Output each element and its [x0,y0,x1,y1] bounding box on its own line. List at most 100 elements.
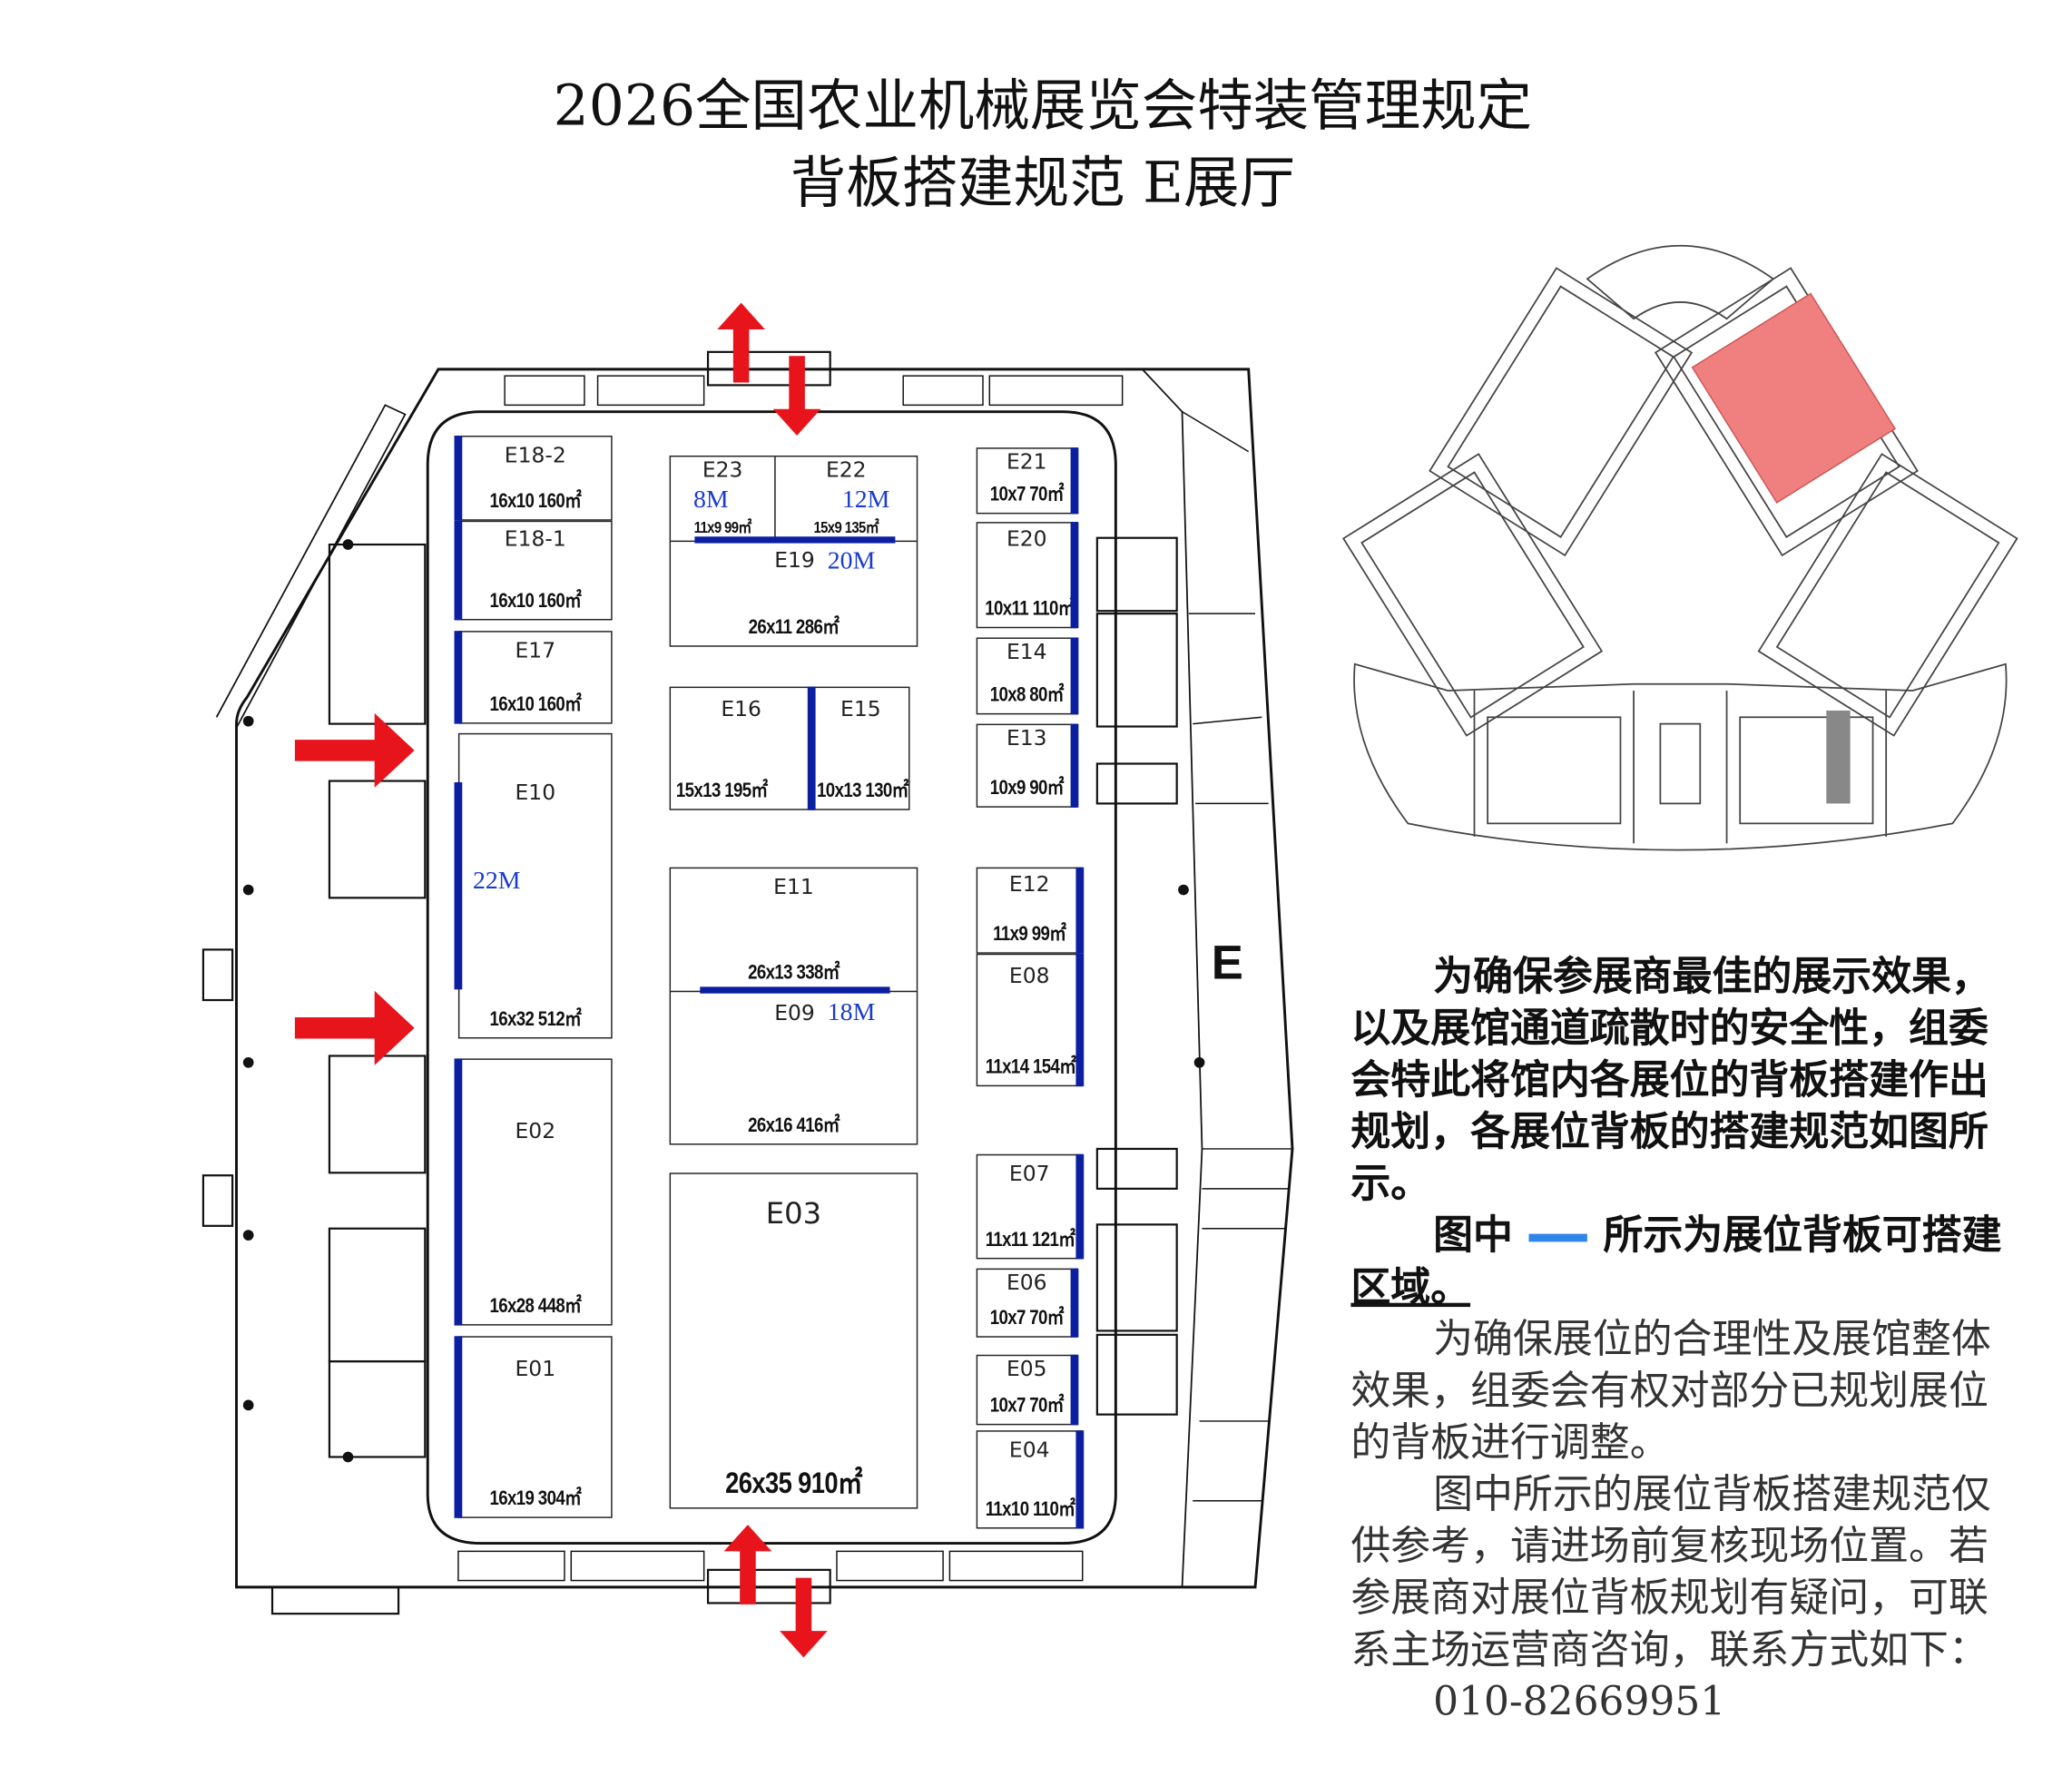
notice-paragraph-2-line: 为确保展位的合理性及展馆整体 [1433,1316,1991,1363]
booth-id: E04 [1008,1437,1050,1463]
booth-e19[interactable]: E19 26x11 286㎡ 20M [669,540,918,647]
booth-size: 16x19 304㎡ [489,1487,582,1510]
minimap-hall-b [1342,453,1604,737]
booth-size: 11x14 154㎡ [985,1055,1076,1079]
booth-size: 16x10 160㎡ [489,692,582,716]
booth-size: 10x8 80㎡ [989,683,1065,707]
backboard-zone [1070,1354,1079,1426]
booth-id: E03 [765,1198,822,1231]
backboard-zone [1075,1430,1085,1529]
booth-id: E23 [702,456,743,483]
booth-e11[interactable]: E11 26x13 338㎡ [669,867,918,993]
notice-paragraph-1-line: 会特此将馆内各展位的背板搭建作出 [1350,1056,1989,1104]
booth-size: 26x35 910㎡ [725,1466,862,1500]
booth-id: E18-2 [504,442,566,468]
booth-size: 26x13 338㎡ [748,961,840,985]
backboard-zone [454,1336,463,1518]
backboard-length-label: 18M [827,998,876,1027]
booth-e14[interactable]: E14 10x8 80㎡ [976,637,1077,715]
backboard-zone [1075,953,1085,1087]
booth-id: E16 [721,695,761,721]
booth-size: 15x9 135㎡ [813,517,879,537]
entrance-arrow-down-icon [772,356,821,437]
backboard-zone [454,520,463,621]
legend-backboard-swatch [1528,1232,1587,1241]
booth-e03[interactable]: E03 26x35 910㎡ [669,1173,918,1509]
backboard-length-label: 8M [692,486,729,515]
entrance-arrow-up-icon [717,302,765,383]
backboard-length-label: 20M [827,546,876,575]
notice-paragraph-3-line: 供参考，请进场前复核现场位置。若 [1350,1523,1989,1570]
backboard-zone [1070,447,1079,515]
backboard-zone [1075,867,1085,954]
booth-id: E07 [1008,1161,1050,1186]
booth-size: 26x11 286㎡ [748,616,840,639]
booth-id: E11 [773,873,814,899]
backboard-length-label: 22M [473,867,521,896]
page-title: 2026全国农业机械展览会特装管理规定 [553,73,1533,139]
notice-paragraph-3-line: 图中所示的展位背板搭建规范仅 [1433,1471,1991,1518]
notice-paragraph-1-line: 示。 [1350,1161,1431,1208]
booth-size: 11x9 99㎡ [993,923,1066,947]
backboard-zone [1070,1268,1079,1338]
backboard-zone [454,1058,463,1326]
backboard-zone [807,686,816,810]
booth-id: E19 [774,546,815,573]
notice-paragraph-3-line: 系主场运营商咨询，联系方式如下： [1350,1626,1989,1674]
hall-label: E [1211,935,1243,990]
notice-paragraph-1-line: 以及展馆通道疏散时的安全性，组委 [1350,1005,1989,1053]
page-subtitle: 背板搭建规范 E展厅 [790,150,1295,216]
booth-id: E10 [515,780,556,805]
notice-paragraph-2-line: 的背板进行调整。 [1350,1419,1670,1467]
backboard-zone [454,631,463,724]
notice-paragraph-3-line: 参展商对展位背板规划有疑问，可联 [1350,1575,1989,1622]
booth-id: E15 [840,695,881,721]
booth-size: 10x7 70㎡ [989,1307,1065,1330]
legend-line: 图中所示为展位背板可搭建 [1433,1210,2072,1261]
backboard-zone [700,986,890,994]
booth-size: 15x13 195㎡ [675,780,768,802]
backboard-zone [1070,723,1079,808]
booth-id: E22 [825,456,867,483]
backboard-zone [454,781,463,990]
entrance-arrow-down-icon [780,1577,828,1658]
booth-id: E14 [1006,638,1047,664]
backboard-length-label: 12M [841,486,890,515]
booth-id: E20 [1006,525,1047,552]
booth-size: 11x9 99㎡ [693,517,752,537]
booth-size: 10x7 70㎡ [989,1394,1065,1418]
entrance-arrow-right-icon [294,712,415,788]
booth-e16[interactable]: E16 15x13 195㎡ [669,686,813,810]
backboard-zone [1070,522,1079,629]
notice-paragraph-2-line: 效果，组委会有权对部分已规划展位 [1350,1368,1989,1415]
booth-id: E09 [774,1000,815,1025]
minimap-hall-e-highlight [1691,292,1897,504]
booth-id: E13 [1006,725,1047,751]
entrance-arrow-right-icon [294,990,415,1065]
minimap-hall-f [1757,453,2018,737]
backboard-zone [454,436,463,521]
entrance-arrow-up-icon [723,1525,772,1604]
legend-suffix: 所示为展位背板可搭建 [1603,1212,2002,1260]
